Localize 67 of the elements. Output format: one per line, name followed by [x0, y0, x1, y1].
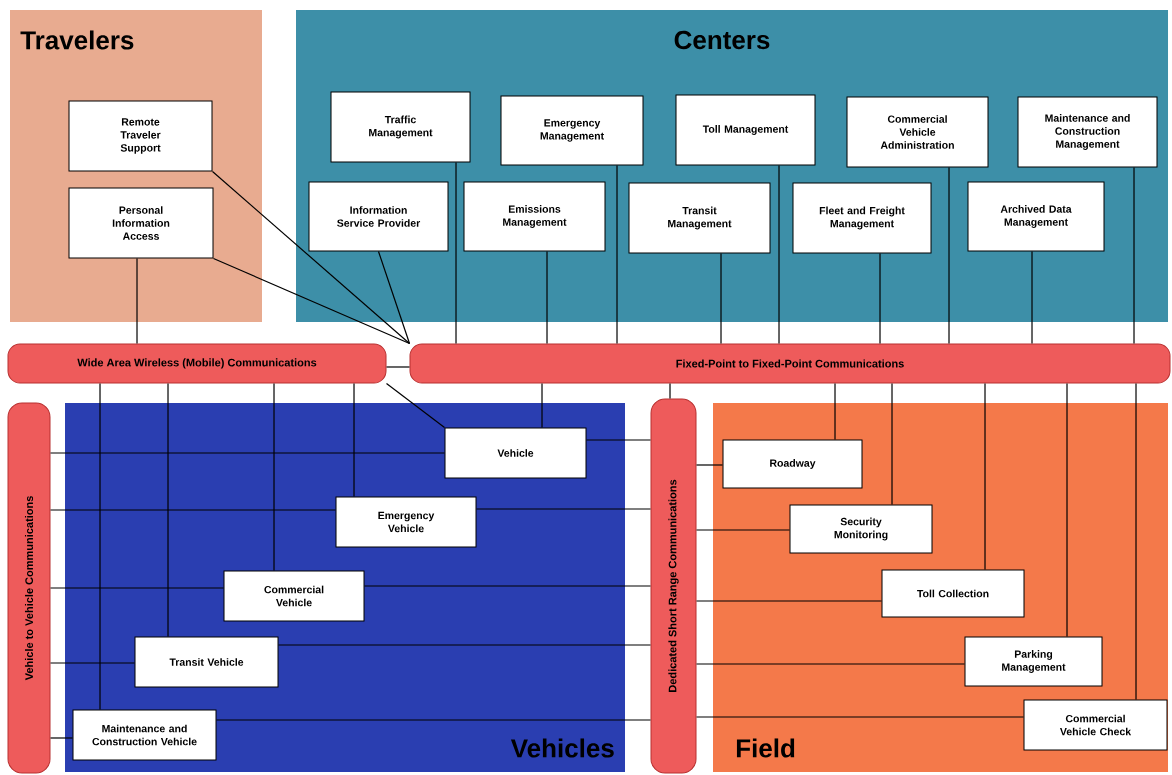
connector-line	[1066, 382, 1068, 638]
connector-line	[1133, 166, 1135, 345]
component-box: Personal Information Access	[68, 187, 214, 259]
connector-line	[49, 509, 337, 511]
connector-line	[546, 250, 548, 345]
connector-line	[1135, 382, 1137, 701]
connector-line	[778, 164, 780, 345]
connector-line	[891, 382, 893, 506]
connector-line	[695, 529, 791, 531]
communication-bar: Wide Area Wireless (Mobile) Communications	[7, 343, 387, 384]
connector-line	[385, 366, 411, 368]
connector-line	[49, 587, 225, 589]
connector-line	[455, 161, 457, 345]
component-box: Transit Vehicle	[134, 636, 279, 688]
connector-line	[273, 382, 275, 572]
component-box: Maintenance and Construction Management	[1017, 96, 1158, 168]
component-box: Toll Management	[675, 94, 816, 166]
connector-line	[353, 382, 355, 498]
connector-line	[363, 585, 652, 587]
component-box: Commercial Vehicle	[223, 570, 365, 622]
connector-line	[136, 257, 138, 345]
connector-line	[720, 252, 722, 345]
component-box: Traffic Management	[330, 91, 471, 163]
connector-line	[984, 382, 986, 571]
component-box: Commercial Vehicle Administration	[846, 96, 989, 168]
component-box: Fleet and Freight Management	[792, 182, 932, 254]
component-box: Security Monitoring	[789, 504, 933, 554]
component-box: Information Service Provider	[308, 181, 449, 252]
connector-line	[695, 716, 1025, 718]
component-box: Archived Data Management	[967, 181, 1105, 252]
connector-line	[49, 662, 136, 664]
connector-line	[49, 737, 74, 739]
connector-line	[541, 382, 543, 429]
connector-line	[834, 382, 836, 441]
component-box: Toll Collection	[881, 569, 1025, 618]
connector-line	[211, 170, 411, 345]
communication-bar: Vehicle to Vehicle Communications	[7, 402, 51, 774]
connector-line	[669, 382, 671, 400]
connector-line	[385, 382, 446, 429]
connector-line	[215, 719, 652, 721]
connector-line	[695, 663, 966, 665]
connector-line	[695, 464, 724, 466]
connector-line	[377, 250, 411, 345]
component-box: Parking Management	[964, 636, 1103, 687]
connector-line	[695, 600, 883, 602]
connector-line	[277, 644, 652, 646]
connector-line	[167, 382, 169, 638]
connector-line	[475, 508, 652, 510]
connector-line	[99, 382, 101, 711]
connector-line	[1031, 250, 1033, 345]
connector-line	[616, 164, 618, 345]
connector-line	[585, 439, 652, 441]
communication-bar: Fixed-Point to Fixed-Point Communications	[409, 343, 1171, 384]
connector-line	[49, 452, 446, 454]
connector-line	[948, 166, 950, 345]
component-box: Remote Traveler Support	[68, 100, 213, 172]
connector-line	[212, 257, 411, 345]
component-box: Roadway	[722, 439, 863, 489]
component-box: Vehicle	[444, 427, 587, 479]
component-box: Commercial Vehicle Check	[1023, 699, 1168, 751]
component-box: Emergency Management	[500, 95, 644, 166]
connector-line	[879, 252, 881, 345]
component-box: Transit Management	[628, 182, 771, 254]
component-box: Emissions Management	[463, 181, 606, 252]
component-box: Emergency Vehicle	[335, 496, 477, 548]
communication-bar: Dedicated Short Range Communications	[650, 398, 697, 774]
component-box: Maintenance and Construction Vehicle	[72, 709, 217, 761]
